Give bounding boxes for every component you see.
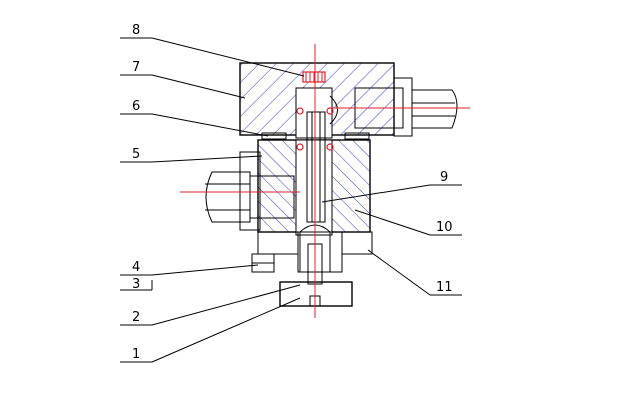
- seal-ring-part-8: [302, 71, 326, 83]
- lower-flange-part-11: [257, 231, 373, 273]
- label-part-4: 4: [132, 260, 140, 275]
- label-part-7: 7: [132, 60, 140, 75]
- label-part-5: 5: [132, 147, 140, 162]
- center-lines: [180, 44, 470, 318]
- label-part-9: 9: [440, 170, 448, 185]
- label-part-6: 6: [132, 99, 140, 114]
- label-part-2: 2: [132, 310, 140, 325]
- label-part-3: 3: [132, 277, 140, 292]
- label-part-11: 11: [436, 280, 453, 295]
- nut-part-4: [251, 253, 275, 273]
- main-body-part-10: [239, 139, 371, 236]
- stem-part-9: [296, 107, 334, 223]
- label-part-1: 1: [132, 347, 140, 362]
- left-bolt: [205, 171, 295, 223]
- gasket-part-6: [261, 132, 370, 140]
- leader-lines: [120, 37, 462, 363]
- label-part-8: 8: [132, 23, 140, 38]
- label-part-10: 10: [436, 220, 453, 235]
